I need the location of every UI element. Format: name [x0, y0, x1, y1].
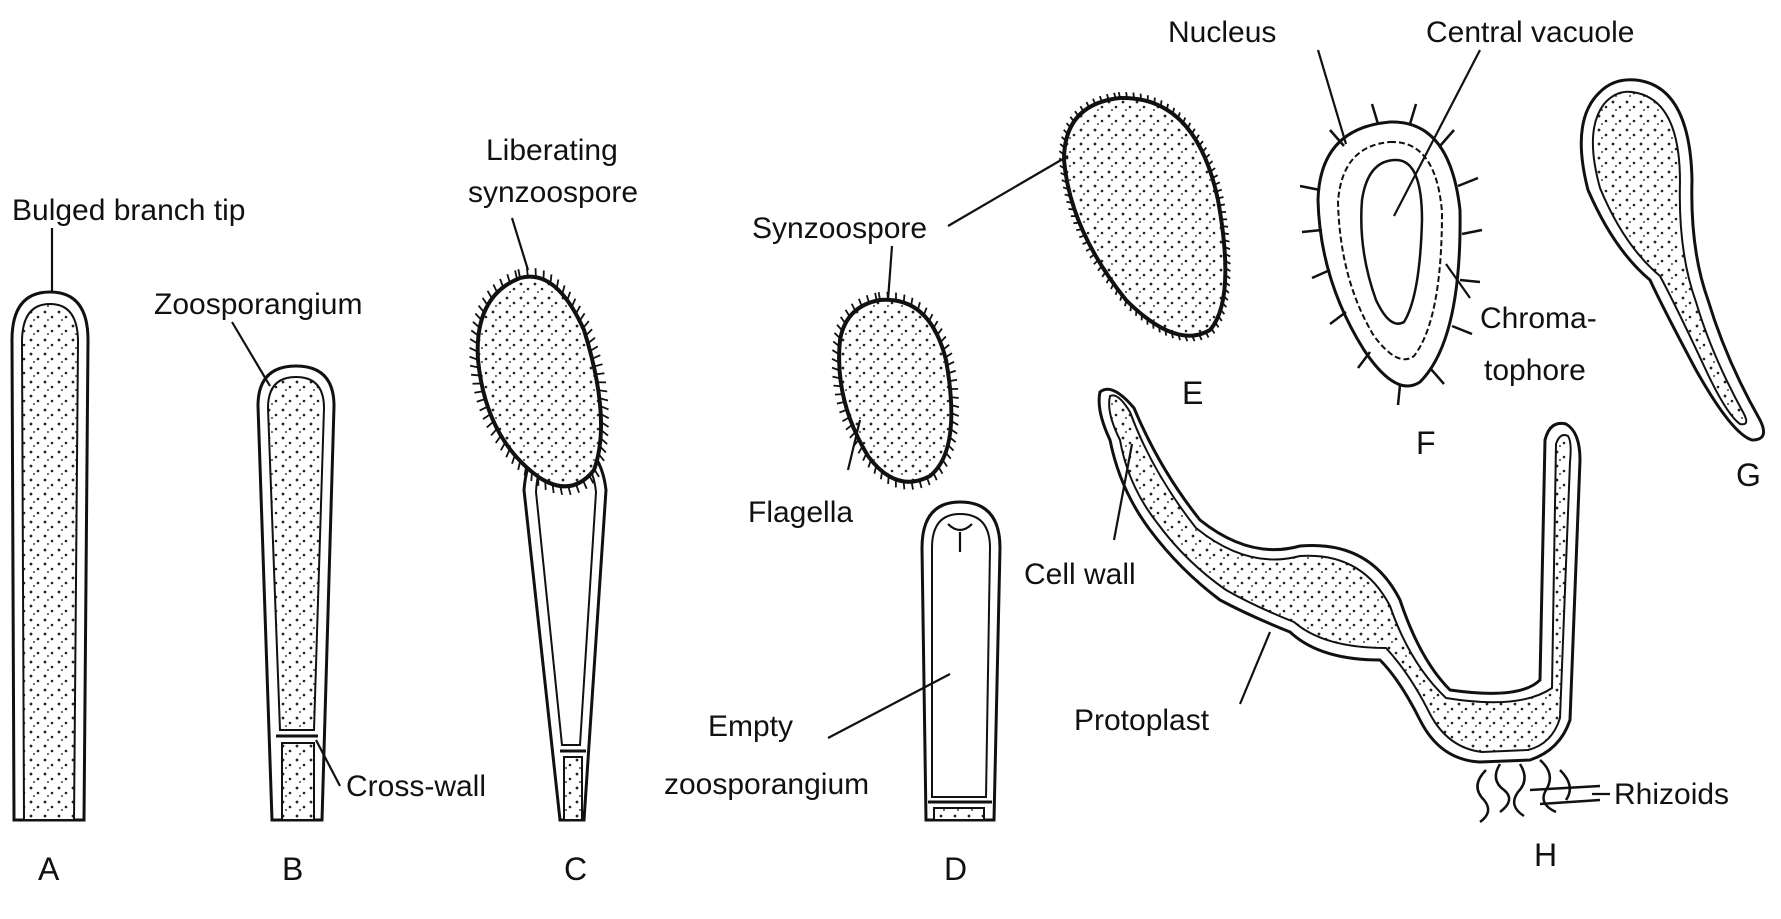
panel-f-synzoospore-section	[1300, 104, 1482, 405]
flagellum-hair	[904, 295, 905, 303]
label-liberating-line1: Liberating	[486, 134, 618, 167]
flagellum-hair	[881, 471, 882, 479]
flagellum-hair	[483, 298, 488, 305]
label-synzoospore: Synzoospore	[752, 212, 927, 245]
flagellum-hair	[1223, 233, 1229, 234]
flagellum-hair	[545, 481, 546, 490]
flagellum-hair	[1126, 92, 1127, 98]
label-bulged-branch-tip: Bulged branch tip	[12, 194, 246, 227]
flagellum-hair	[1111, 284, 1114, 289]
flagellum-hair	[487, 421, 494, 427]
flagellum-hair	[471, 375, 480, 376]
flagellum-hair	[479, 306, 485, 313]
label-central-vacuole: Central vacuole	[1426, 16, 1634, 49]
flagellum-hair	[1222, 226, 1228, 227]
label-empty-line2: zoosporangium	[664, 768, 869, 801]
panel-h-mature-plant	[1099, 389, 1600, 822]
flagellum-hair	[951, 397, 959, 398]
flagellum-hair	[496, 436, 501, 443]
flagellum-hair	[1125, 300, 1126, 306]
flagellum-hair	[939, 467, 943, 474]
panel-letter-e: E	[1182, 375, 1203, 411]
leader-protoplast	[1240, 632, 1270, 704]
flagellum-hair	[501, 442, 505, 450]
label-empty-line1: Empty	[708, 710, 793, 743]
label-cell-wall: Cell wall	[1024, 558, 1136, 591]
flagellum-hair	[580, 313, 585, 320]
flagellum-hair	[1119, 92, 1120, 98]
label-chromatophore-line2: tophore	[1484, 354, 1586, 387]
leader-zoosporangium	[232, 322, 270, 386]
panel-letter-a: A	[38, 851, 60, 887]
leader-liberating	[512, 218, 528, 270]
flagellum-hair	[1167, 104, 1168, 110]
panel-d-empty-zoosporangium	[832, 292, 1000, 820]
panel-letter-h: H	[1534, 837, 1557, 873]
flagellum-hair	[493, 284, 497, 292]
flagellum-hair	[846, 310, 850, 317]
label-nucleus: Nucleus	[1168, 16, 1276, 49]
rhizoid-tangle	[1477, 760, 1600, 822]
flagellum-hair	[596, 373, 605, 374]
label-zoosporangium: Zoosporangium	[154, 288, 362, 321]
flagellum-hair	[1188, 123, 1191, 128]
flagellum-hair	[550, 274, 551, 283]
flagellum-hair	[1133, 93, 1134, 99]
flagellum-hair	[1154, 98, 1155, 104]
flagellum-hair	[943, 460, 948, 467]
label-chromatophore-line1: Chroma-	[1480, 302, 1597, 335]
flagellum-hair	[1073, 223, 1079, 224]
flagellum-hair	[933, 321, 937, 328]
flagellum-hair	[491, 429, 497, 436]
panel-e-synzoospore	[1059, 92, 1230, 341]
flagellum-hair	[553, 484, 554, 493]
flagellum-hair	[868, 460, 871, 468]
panel-g-germinating	[1581, 80, 1763, 440]
leader-synzoospore-e	[948, 156, 1068, 226]
liberating-synzoospore-body	[478, 277, 601, 487]
flagellum-hair	[1069, 209, 1075, 210]
flagellum-hair	[888, 476, 889, 484]
flagellum-hair	[1066, 202, 1072, 203]
flagellum-hair	[1219, 204, 1225, 205]
flagellum-hair	[576, 306, 580, 314]
leader-nucleus	[1318, 50, 1346, 144]
flagellum-hair	[1161, 100, 1162, 106]
flagellum-hair	[835, 394, 843, 395]
panel-letter-d: D	[944, 851, 967, 887]
flagellum-hair	[572, 299, 576, 307]
panel-letter-c: C	[564, 851, 587, 887]
flagellum-hair	[858, 446, 862, 453]
label-flagella: Flagella	[748, 496, 853, 529]
flagellum-hair	[506, 449, 510, 457]
label-protoplast: Protoplast	[1074, 704, 1210, 737]
label-rhizoids: Rhizoids	[1614, 778, 1729, 811]
flagellum-hair	[1076, 229, 1082, 230]
flagellum-hair	[518, 461, 520, 470]
label-liberating-line2: synzoospore	[468, 176, 638, 209]
flagellum-hair	[583, 321, 589, 328]
panel-letter-b: B	[282, 851, 303, 887]
flagellum-hair	[1130, 305, 1131, 311]
label-cross-wall: Cross-wall	[346, 770, 486, 803]
flagellum-hair	[904, 481, 905, 489]
panel-c-liberating	[470, 268, 609, 820]
flagellum-hair	[562, 285, 564, 294]
panel-letter-f: F	[1416, 425, 1436, 461]
flagellum-hair	[1159, 326, 1160, 332]
flagellum-hair	[1136, 310, 1137, 316]
flagellum-hair	[488, 291, 492, 299]
flagellum-hair	[833, 386, 841, 387]
leader-synzoospore	[888, 246, 892, 300]
panel-letter-g: G	[1736, 457, 1761, 493]
flagellum-hair	[937, 329, 942, 335]
flagellum-hair	[1165, 330, 1166, 336]
flagellum-hair	[841, 317, 846, 323]
flagellum-hair	[531, 472, 532, 481]
panel-a-branch-tip	[12, 292, 88, 820]
flagellum-hair	[507, 274, 510, 283]
flagellum-hair	[929, 314, 932, 321]
